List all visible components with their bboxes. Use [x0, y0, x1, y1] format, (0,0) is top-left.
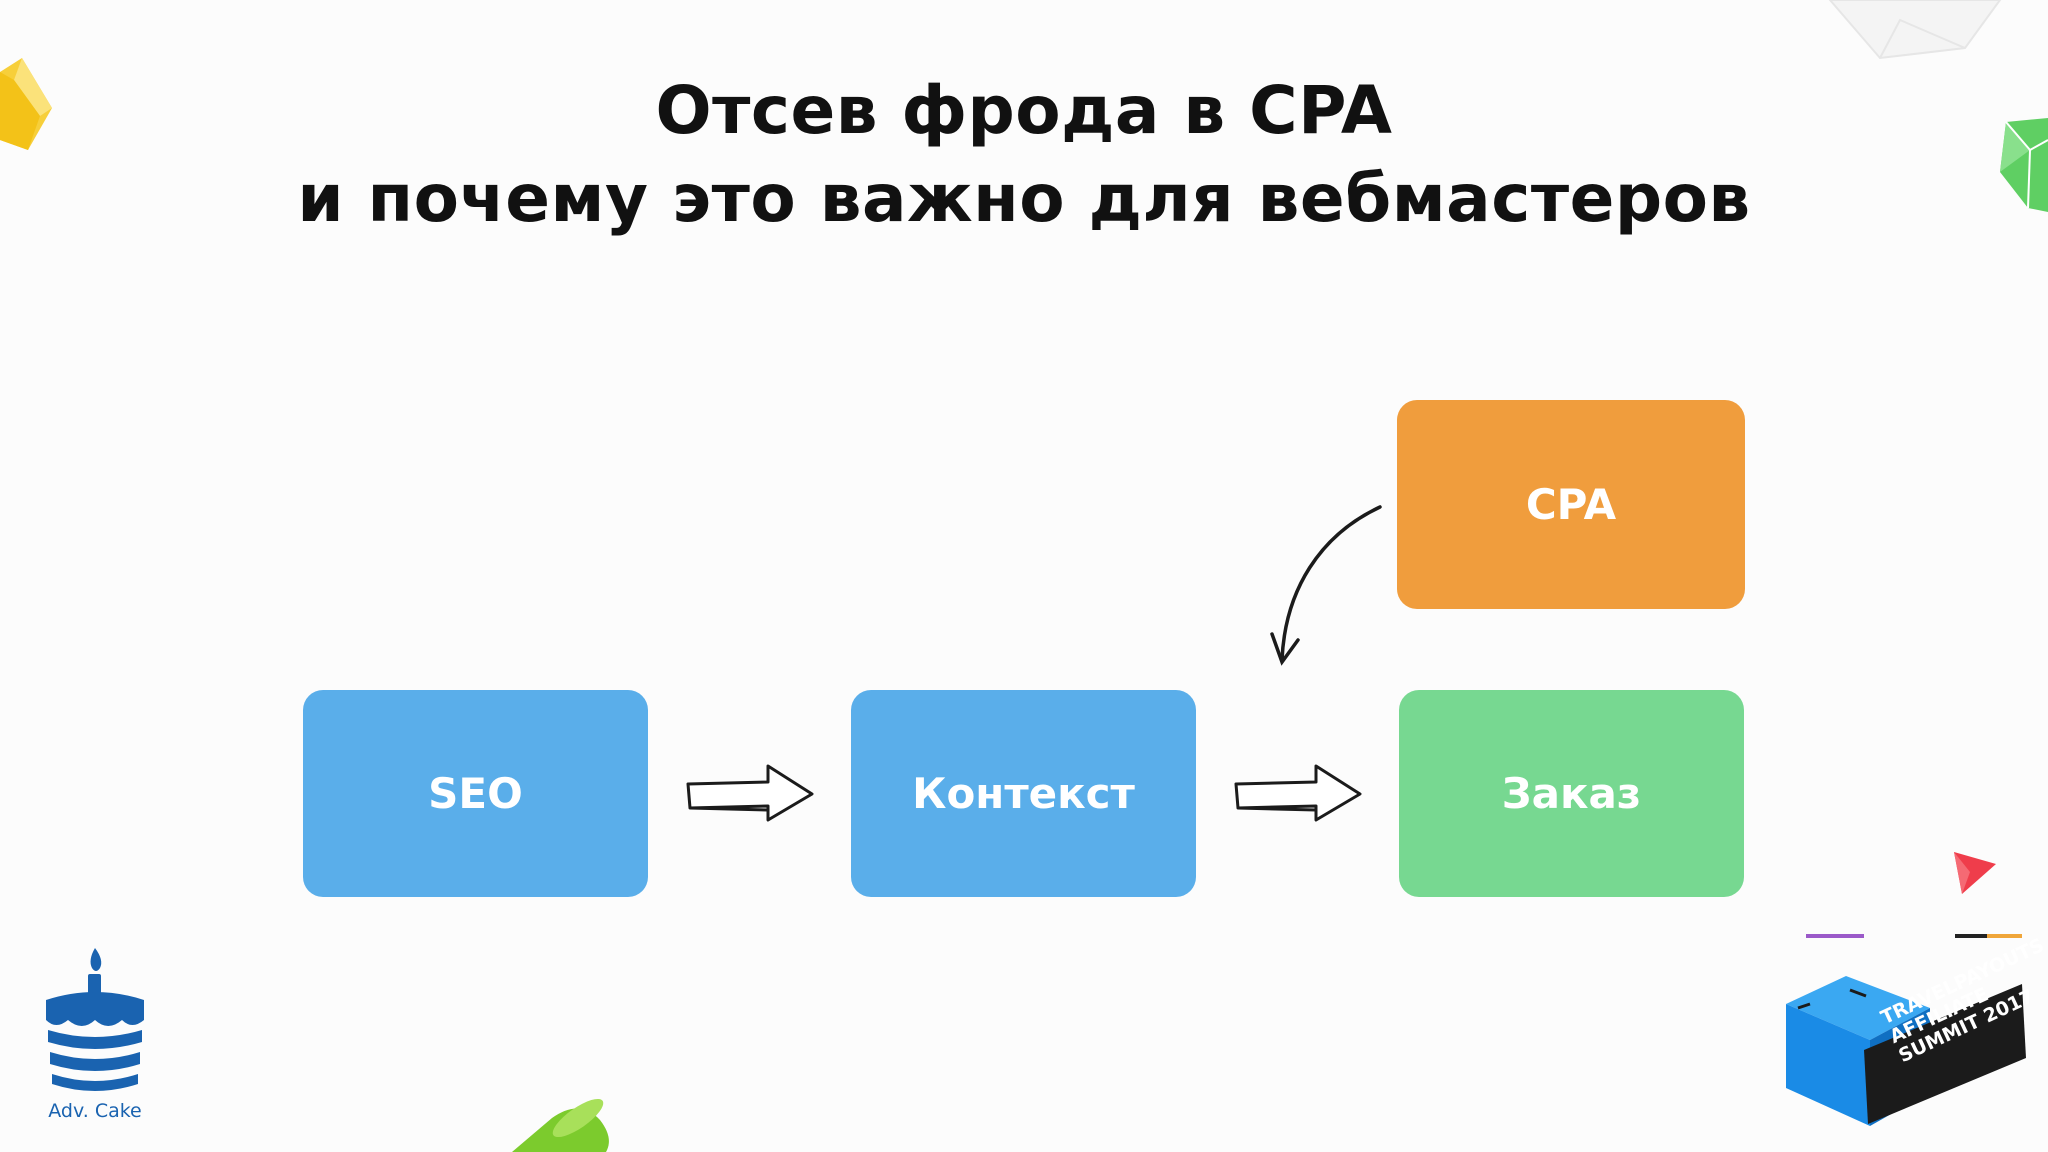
- seo-node: SEO: [303, 690, 648, 897]
- accent-line-dark: [1955, 934, 1987, 938]
- context-node: Контекст: [851, 690, 1196, 897]
- green-crystal-icon: [2000, 118, 2048, 212]
- order-node: Заказ: [1399, 690, 1744, 897]
- arrow-context-to-order: [1234, 764, 1362, 822]
- green-cylinder-icon: [512, 1098, 609, 1152]
- red-crystal-icon: [1954, 852, 1996, 894]
- arrow-seo-to-context: [686, 764, 814, 822]
- slide-title-line-2: и почему это важно для вебмастеров: [297, 160, 1751, 237]
- slide-title-line-1: Отсев фрода в CPA: [655, 72, 1393, 149]
- accent-line-orange: [1987, 934, 2022, 938]
- arrow-cpa-to-flow: [1270, 505, 1382, 666]
- advcake-logo-label: Adv. Cake: [48, 1100, 142, 1122]
- yellow-crystal-icon: [0, 58, 52, 150]
- cpa-node: CPA: [1397, 400, 1745, 609]
- white-crystal-icon: [1828, 0, 2002, 60]
- accent-line-purple: [1806, 934, 1864, 938]
